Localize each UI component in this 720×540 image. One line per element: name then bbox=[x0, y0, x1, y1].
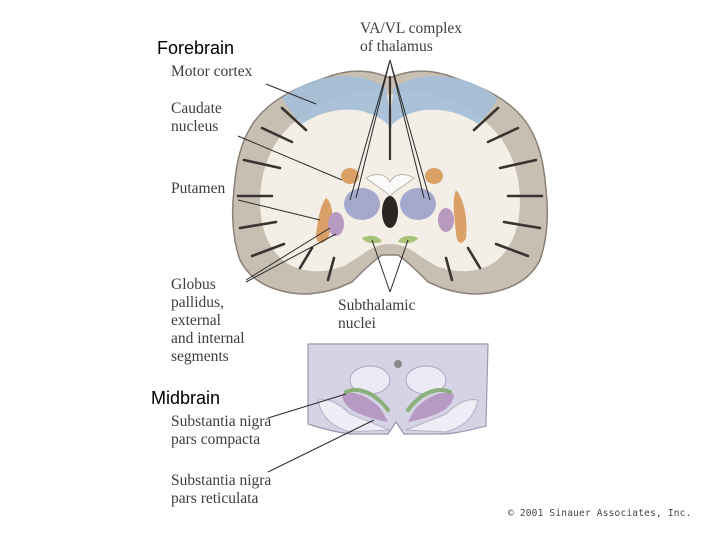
label-sn-pars-compacta: Substantia nigra pars compacta bbox=[171, 413, 271, 449]
sulci-left bbox=[236, 106, 336, 282]
label-subthalamic-line2: nuclei bbox=[338, 315, 376, 332]
label-snc-line1: Substantia nigra bbox=[171, 413, 272, 430]
midbrain-title: Midbrain bbox=[151, 388, 221, 408]
label-putamen: Putamen bbox=[171, 180, 225, 198]
subthalamic-right bbox=[398, 235, 418, 244]
sn-compacta-right bbox=[406, 388, 452, 412]
label-subthalamic-line1: Subthalamic bbox=[338, 297, 416, 314]
cerebral-peduncle-right bbox=[405, 399, 479, 433]
label-snc-line2: pars compacta bbox=[171, 431, 261, 448]
leader-putamen bbox=[237, 199, 321, 221]
label-va-vl-complex: VA/VL complex of thalamus bbox=[360, 20, 462, 56]
caudate-left bbox=[341, 168, 359, 184]
label-motor-cortex: Motor cortex bbox=[171, 63, 252, 81]
label-gp-line2: pallidus, bbox=[171, 294, 224, 311]
thalamus-left bbox=[344, 188, 380, 220]
label-snr-line1: Substantia nigra bbox=[171, 472, 272, 489]
label-gp-line1: Globus bbox=[171, 276, 216, 293]
sn-reticulata-right bbox=[408, 392, 454, 422]
label-gp-line5: segments bbox=[171, 348, 229, 365]
leader-sn-compacta bbox=[267, 393, 347, 419]
label-caudate-line1: Caudate bbox=[171, 100, 222, 117]
copyright-credit: © 2001 Sinauer Associates, Inc. bbox=[508, 508, 692, 519]
putamen-left bbox=[316, 198, 333, 243]
leader-lines bbox=[237, 59, 431, 473]
label-sn-pars-reticulata: Substantia nigra pars reticulata bbox=[171, 472, 271, 508]
cerebral-aqueduct bbox=[394, 360, 402, 368]
forebrain-title: Forebrain bbox=[157, 38, 235, 58]
subthalamic-left bbox=[362, 235, 382, 244]
cerebral-peduncle-left bbox=[317, 399, 391, 433]
motor-cortex-region-right bbox=[388, 76, 498, 128]
sulci-right bbox=[444, 106, 544, 282]
label-gp-line4: and internal bbox=[171, 330, 245, 347]
label-caudate-nucleus: Caudate nucleus bbox=[171, 100, 222, 136]
label-subthalamic-nuclei: Subthalamic nuclei bbox=[338, 297, 416, 333]
label-caudate-line2: nucleus bbox=[171, 118, 219, 135]
forebrain-section bbox=[231, 70, 549, 295]
leader-subthalamic bbox=[371, 239, 409, 293]
label-putamen-line1: Putamen bbox=[171, 180, 226, 197]
label-snr-line2: pars reticulata bbox=[171, 490, 259, 507]
leader-caudate bbox=[237, 135, 343, 181]
label-gp-line3: external bbox=[171, 312, 221, 329]
sn-compacta-left bbox=[344, 388, 390, 412]
leader-sn-reticulata bbox=[267, 419, 375, 473]
globus-pallidus-left bbox=[328, 212, 344, 236]
putamen-right bbox=[453, 190, 467, 243]
label-va-vl-line1: VA/VL complex bbox=[360, 20, 463, 37]
thalamus-right bbox=[400, 188, 436, 220]
leader-globus-pallidus bbox=[245, 227, 337, 283]
third-ventricle bbox=[382, 196, 398, 228]
leader-va-vl bbox=[349, 59, 431, 201]
leader-motor-cortex bbox=[265, 83, 317, 105]
motor-cortex-region bbox=[282, 76, 392, 128]
sn-reticulata-left bbox=[342, 392, 388, 422]
globus-pallidus-right bbox=[438, 208, 454, 232]
label-motor-cortex-line1: Motor cortex bbox=[171, 63, 253, 80]
label-globus-pallidus: Globus pallidus, external and internal s… bbox=[171, 276, 245, 366]
midbrain-section bbox=[307, 343, 489, 435]
lateral-ventricles bbox=[365, 174, 415, 197]
midbrain-block bbox=[307, 343, 489, 435]
label-va-vl-line2: of thalamus bbox=[360, 38, 433, 55]
caudate-right bbox=[425, 168, 443, 184]
